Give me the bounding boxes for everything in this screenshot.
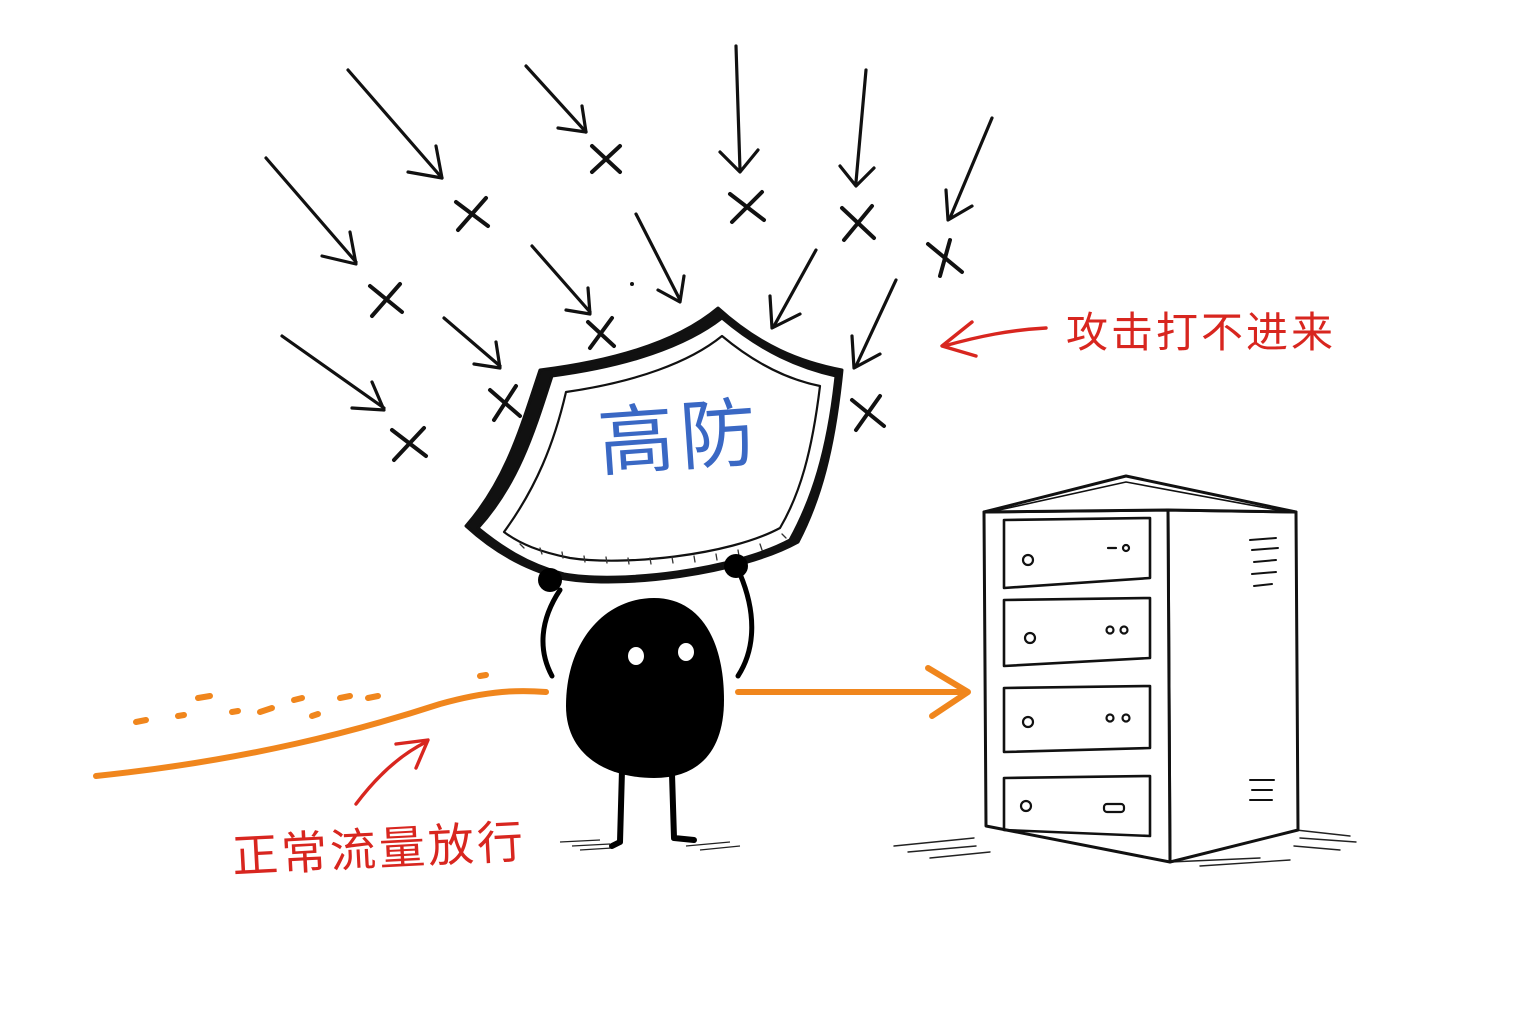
cross-icon (368, 282, 404, 318)
server-rack-icon (893, 474, 1357, 867)
traffic-allowed-annotation: 正常流量放行 (230, 814, 528, 884)
attack-arrow-icon (718, 44, 760, 174)
attack-arrows (264, 44, 994, 412)
cross-icon (590, 144, 622, 174)
cross-icon (390, 426, 428, 462)
right-hand (724, 554, 748, 578)
attack-arrow-icon (634, 212, 686, 304)
attack-arrow-icon (524, 64, 588, 134)
traffic-dots (133, 672, 489, 725)
cross-icon (850, 394, 886, 432)
server-unit (1002, 516, 1152, 590)
cross-icon (840, 204, 876, 242)
attack-arrow-icon (944, 116, 994, 222)
attack-arrow-icon (530, 244, 592, 316)
character-arms (540, 571, 755, 679)
attack-arrow-icon (280, 334, 386, 412)
shield-icon (464, 306, 844, 584)
normal-traffic-flow (93, 665, 971, 779)
left-hand (538, 568, 562, 592)
attack-arrow-icon (768, 248, 818, 330)
attack-blocked-annotation: 攻击打不进来 (1066, 308, 1337, 357)
server-unit (1002, 596, 1152, 668)
cross-icon (586, 316, 616, 350)
traffic-annotation-arrow-icon (354, 738, 430, 806)
cross-icon (488, 384, 522, 422)
attack-arrow-icon (442, 316, 502, 370)
character-icon (566, 598, 724, 849)
character-right-eye (678, 643, 694, 661)
character-left-eye (628, 647, 644, 665)
attack-arrow-icon (838, 68, 876, 188)
attack-arrow-icon (346, 68, 444, 180)
attack-annotation-arrow-icon (940, 320, 1048, 358)
cross-icon (926, 238, 964, 278)
cross-icon (728, 190, 766, 224)
attack-arrow-icon (850, 278, 898, 370)
attack-arrow-icon (264, 156, 358, 266)
shield-label: 高防 (595, 387, 765, 488)
character-ground-shadow (559, 839, 741, 851)
server-unit (1002, 684, 1152, 754)
annotation-arrows (354, 320, 1048, 806)
cross-icon (454, 196, 490, 232)
blocked-markers (368, 144, 964, 462)
server-ground-shadow (893, 829, 1357, 867)
server-unit (1002, 774, 1152, 838)
